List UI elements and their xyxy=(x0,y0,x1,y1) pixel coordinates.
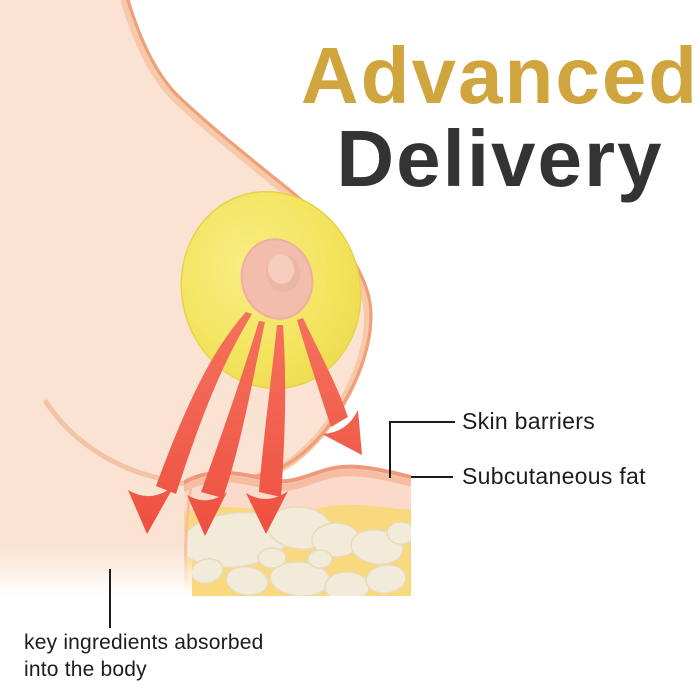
body-bottom-fade xyxy=(0,548,192,604)
body-outline xyxy=(126,0,373,485)
page-title-line2: Delivery xyxy=(336,114,664,203)
page-title-line1: Advanced xyxy=(300,31,700,120)
absorption-arrow-icon-4 xyxy=(297,318,362,455)
label-subcutaneous-fat: Subcutaneous fat xyxy=(462,463,646,489)
absorption-arrows xyxy=(128,312,362,536)
skin-barriers-connector-line xyxy=(389,421,455,478)
fat-globules xyxy=(184,506,411,596)
label-key-ingredients: key ingredients absorbed into the body xyxy=(24,631,264,681)
nipple-highlight xyxy=(267,254,295,284)
absorption-arrow-icon-2 xyxy=(187,321,265,536)
absorption-arrow-icon-3 xyxy=(246,325,288,534)
skin-cross-section xyxy=(184,464,411,596)
underbreast-crease xyxy=(43,399,209,490)
absorption-arrow-icon-1 xyxy=(128,312,252,534)
label-skin-barriers: Skin barriers xyxy=(462,408,595,434)
